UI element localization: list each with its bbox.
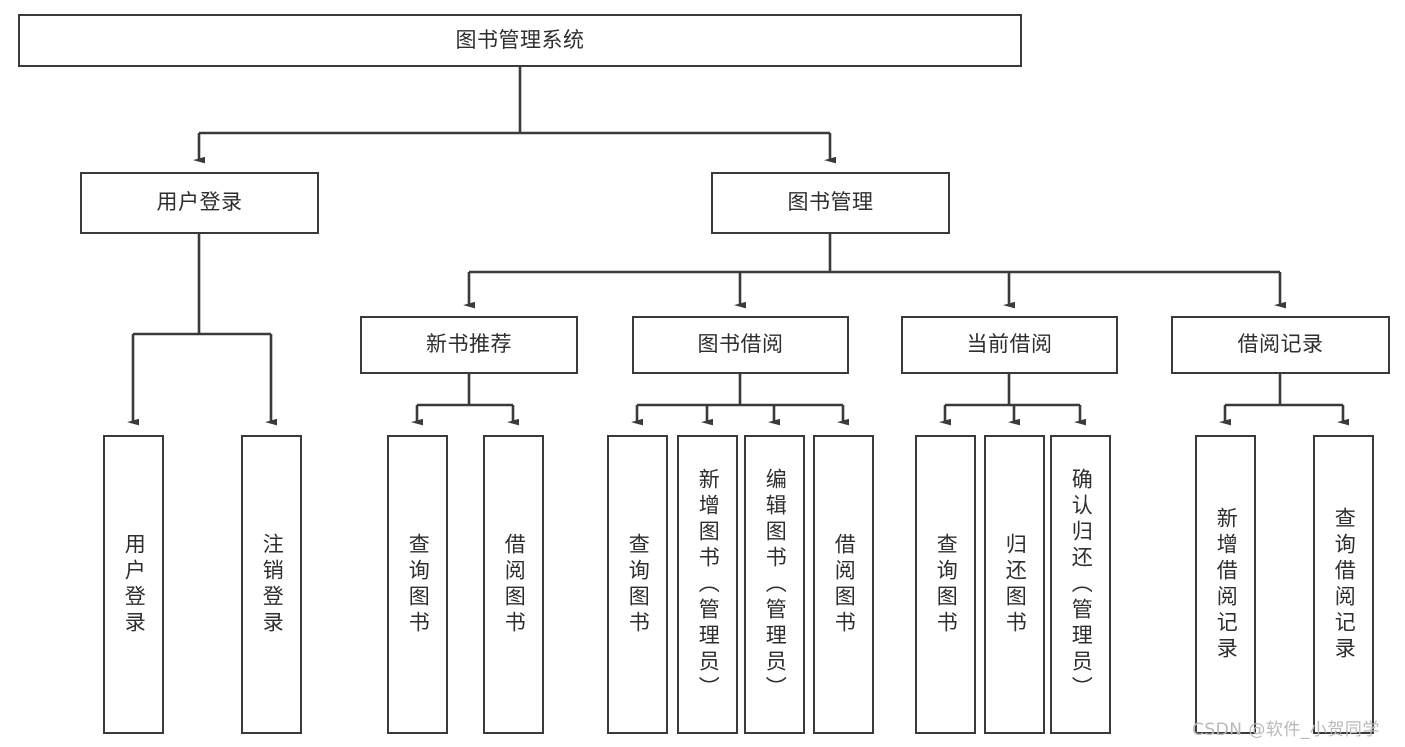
leaf-return-book[interactable]: 归还图书 <box>984 435 1045 734</box>
node-new-book-recommend[interactable]: 新书推荐 <box>360 316 578 374</box>
leaf-user-login[interactable]: 用户登录 <box>103 435 164 734</box>
leaf-query-record[interactable]: 查询借阅记录 <box>1313 435 1374 734</box>
node-book-borrow[interactable]: 图书借阅 <box>632 316 849 374</box>
csdn-watermark: CSDN @软件_小贺同学 <box>1192 720 1380 740</box>
node-user-login[interactable]: 用户登录 <box>80 172 319 234</box>
leaf-query-book-1-label: 查询图书 <box>406 532 431 637</box>
leaf-confirm-return[interactable]: 确认归还（管理员） <box>1050 435 1111 734</box>
node-borrow-record[interactable]: 借阅记录 <box>1171 316 1390 374</box>
leaf-user-login-label: 用户登录 <box>122 532 147 637</box>
leaf-borrow-book-2[interactable]: 借阅图书 <box>813 435 874 734</box>
leaf-add-record[interactable]: 新增借阅记录 <box>1195 435 1256 734</box>
node-root-label: 图书管理系统 <box>455 27 585 52</box>
leaf-confirm-return-label: 确认归还（管理员） <box>1069 467 1094 702</box>
leaf-query-book-3[interactable]: 查询图书 <box>915 435 976 734</box>
leaf-query-book-2[interactable]: 查询图书 <box>607 435 668 734</box>
node-book-manage[interactable]: 图书管理 <box>711 172 950 234</box>
leaf-user-logout[interactable]: 注销登录 <box>241 435 302 734</box>
leaf-return-book-label: 归还图书 <box>1003 532 1028 637</box>
node-book-borrow-label: 图书借阅 <box>697 332 784 357</box>
node-borrow-record-label: 借阅记录 <box>1237 332 1324 357</box>
leaf-edit-book-label: 编辑图书（管理员） <box>763 467 788 702</box>
leaf-borrow-book-1[interactable]: 借阅图书 <box>483 435 544 734</box>
leaf-query-book-1[interactable]: 查询图书 <box>387 435 448 734</box>
leaf-query-book-3-label: 查询图书 <box>934 532 959 637</box>
leaf-borrow-book-1-label: 借阅图书 <box>502 532 527 637</box>
leaf-add-book[interactable]: 新增图书（管理员） <box>677 435 738 734</box>
node-book-manage-label: 图书管理 <box>787 190 874 215</box>
node-current-borrow[interactable]: 当前借阅 <box>901 316 1118 374</box>
node-new-book-recommend-label: 新书推荐 <box>426 332 512 357</box>
leaf-user-logout-label: 注销登录 <box>260 532 285 637</box>
node-root[interactable]: 图书管理系统 <box>18 14 1022 67</box>
leaf-add-record-label: 新增借阅记录 <box>1214 506 1239 663</box>
leaf-query-record-label: 查询借阅记录 <box>1332 506 1357 663</box>
leaf-query-book-2-label: 查询图书 <box>626 532 651 637</box>
node-current-borrow-label: 当前借阅 <box>966 332 1053 357</box>
leaf-borrow-book-2-label: 借阅图书 <box>832 532 857 637</box>
leaf-edit-book[interactable]: 编辑图书（管理员） <box>744 435 805 734</box>
leaf-add-book-label: 新增图书（管理员） <box>696 467 721 702</box>
node-user-login-label: 用户登录 <box>156 190 243 215</box>
